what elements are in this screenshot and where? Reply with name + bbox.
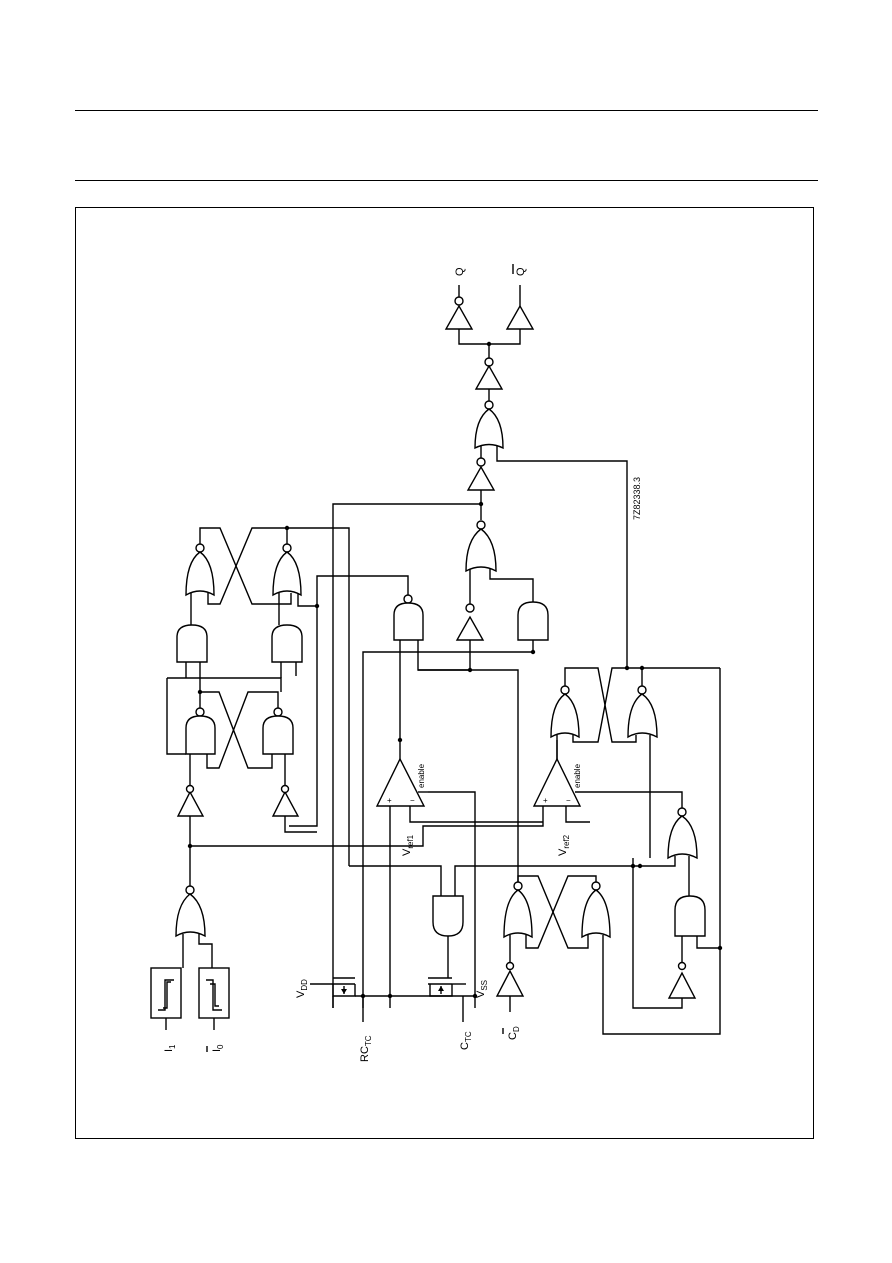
comp1-plus: + [387, 796, 392, 805]
nand-gate-left-c [185, 707, 216, 755]
inverter-left-b [271, 784, 300, 817]
pin-ctc-label: CTC [459, 1031, 473, 1050]
pin-i1-label: I1 [163, 1044, 177, 1052]
nand-gate-left-d [262, 707, 294, 755]
output-q-label: Q [454, 267, 466, 276]
transistor-vss [428, 977, 453, 997]
pin-rctc-label: RCTC [359, 1035, 373, 1062]
inverter-cd [495, 961, 525, 997]
inverter-mid [455, 603, 485, 641]
figure-code: 7Z82338.3 [632, 477, 642, 520]
output-buffer-q [444, 285, 474, 330]
and-gate-left-b [271, 624, 303, 663]
comp1-minus: − [410, 796, 415, 805]
and-gate-left-a [176, 624, 208, 663]
inverter-left-a [176, 784, 205, 817]
nor-gate-mid [465, 520, 497, 573]
inverter-right-bottom [667, 961, 697, 999]
header-rule-top [75, 110, 818, 111]
output-buffer-qbar [505, 285, 535, 330]
nor-gate-left-top-a [185, 543, 215, 597]
and-gate-right-mid [517, 601, 549, 641]
comp2-plus: + [543, 796, 548, 805]
nor-gate-right-b [627, 685, 658, 739]
comparator-2: + − [532, 757, 582, 807]
pin-vdd-label: VDD [295, 979, 309, 998]
enable-label-2: enable [573, 763, 582, 788]
pin-i0-label: I0 [211, 1044, 225, 1052]
vref1-label: Vref1 [401, 834, 415, 856]
nor-gate-right-c [667, 807, 698, 860]
nor-gate-bottom-b [581, 881, 611, 939]
transistor-vdd [332, 977, 356, 997]
schmitt-trigger-i1 [150, 967, 182, 1019]
enable-label-1: enable [417, 763, 426, 788]
comp2-minus: − [566, 796, 571, 805]
output-inverter [474, 357, 504, 401]
pin-cd-label: CD [507, 1026, 521, 1040]
buffer-inverter-2 [466, 457, 496, 520]
schmitt-trigger-i0 [198, 967, 230, 1019]
nor-gate-input [175, 885, 206, 938]
nor-gate-right-a [550, 685, 580, 739]
and-gate-bottom-center [432, 895, 464, 937]
and-gate-right-bottom [674, 895, 706, 937]
output-qbar-label: Q [515, 267, 527, 276]
header-rule-bottom [75, 180, 818, 181]
pin-vss-label: VSS [475, 980, 489, 998]
nor-gate-bottom-a [503, 881, 533, 939]
figure-frame [75, 207, 814, 1139]
output-nor-gate [474, 400, 504, 450]
vref2-label: Vref2 [557, 834, 571, 856]
nand-gate-center [393, 594, 424, 641]
nor-gate-left-top-b [272, 543, 302, 597]
comparator-1: + − [375, 757, 426, 807]
